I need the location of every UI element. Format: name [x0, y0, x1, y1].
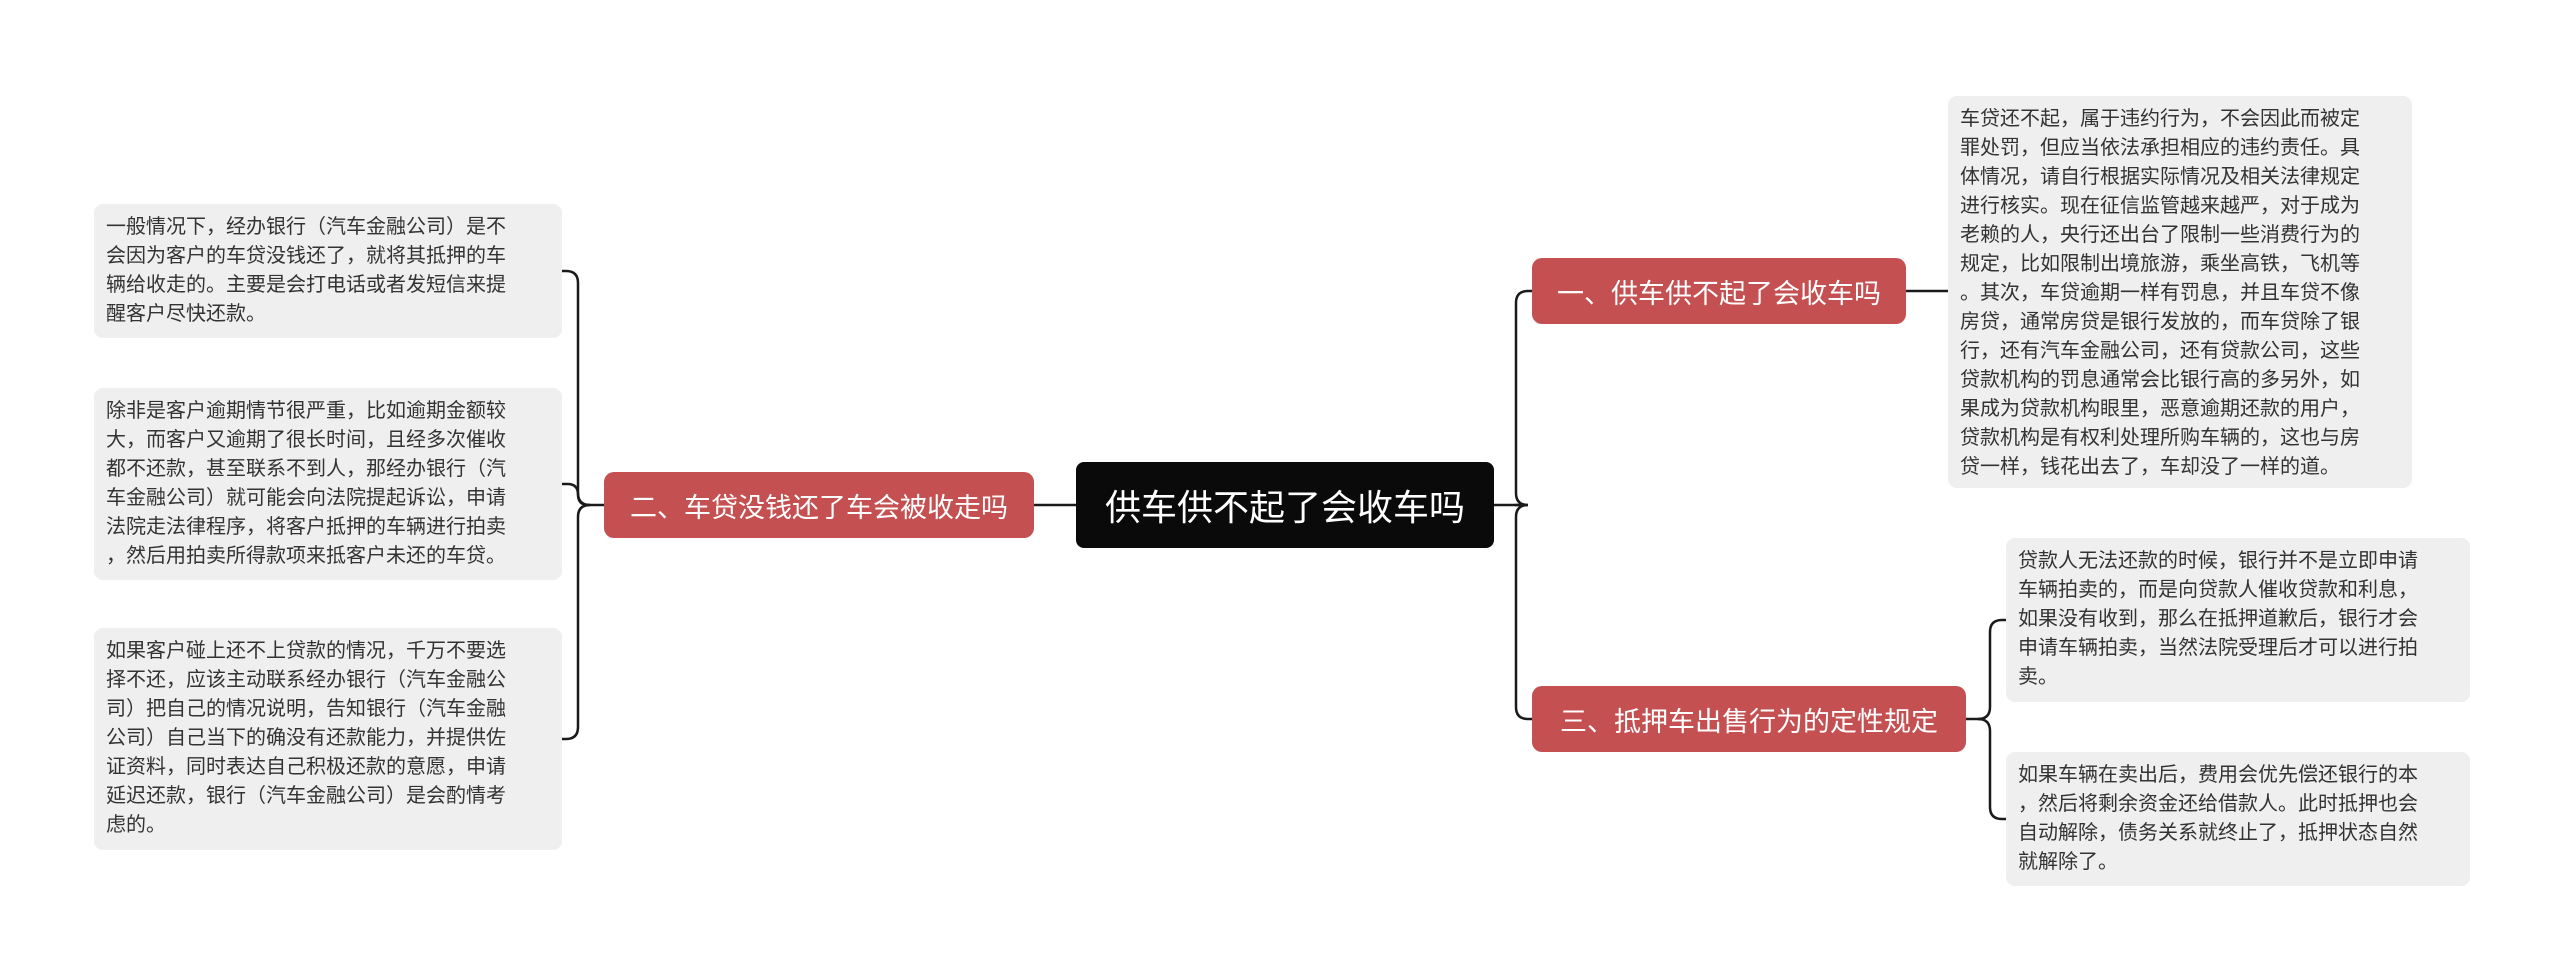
- note-line: 辆给收走的。主要是会打电话或者发短信来提: [106, 272, 506, 296]
- branch-topic-1[interactable]: 一、供车供不起了会收车吗: [1532, 258, 1906, 324]
- note-line: 车贷还不起，属于违约行为，不会因此而被定: [1960, 106, 2360, 130]
- note-line: 都不还款，甚至联系不到人，那经办银行（汽: [106, 456, 506, 480]
- note-line: 罪处罚，但应当依法承担相应的违约责任。具: [1960, 135, 2360, 159]
- root-to-branch-2: [1514, 503, 1534, 721]
- note-line: 虑的。: [106, 812, 166, 836]
- note-line: 老赖的人，央行还出台了限制一些消费行为的: [1960, 222, 2360, 246]
- branch-to-note-10: [1977, 618, 2008, 721]
- note-line: 延迟还款，银行（汽车金融公司）是会酌情考: [106, 783, 506, 807]
- note-line: 规定，比如限制出境旅游，乘坐高铁，飞机等: [1960, 251, 2360, 275]
- note-line: 自动解除，债务关系就终止了，抵押状态自然: [2018, 820, 2418, 844]
- note-branch-2-item-1[interactable]: 一般情况下，经办银行（汽车金融公司）是不 会因为客户的车贷没钱还了，就将其抵押的…: [94, 204, 562, 338]
- note-branch-1-item-1[interactable]: 车贷还不起，属于违约行为，不会因此而被定 罪处罚，但应当依法承担相应的违约责任。…: [1948, 96, 2412, 488]
- note-line: 如果没有收到，那么在抵押道歉后，银行才会: [2018, 606, 2418, 630]
- note-line: 申请车辆拍卖，当然法院受理后才可以进行拍: [2018, 635, 2418, 659]
- root-topic[interactable]: 供车供不起了会收车吗: [1076, 462, 1494, 548]
- note-line: ，然后用拍卖所得款项来抵客户未还的车贷。: [106, 543, 506, 567]
- note-line: 除非是客户逾期情节很严重，比如逾期金额较: [106, 398, 506, 422]
- branch-to-note-6: [560, 269, 591, 507]
- note-line: 证资料，同时表达自己积极还款的意愿，申请: [106, 754, 506, 778]
- note-line: 醒客户尽快还款。: [106, 301, 266, 325]
- branch-topic-3[interactable]: 三、抵押车出售行为的定性规定: [1532, 686, 1966, 752]
- root-to-branch-1: [1514, 289, 1534, 507]
- note-line: 车辆拍卖的，而是向贷款人催收贷款和利息，: [2018, 577, 2418, 601]
- branch-to-note-8: [560, 503, 591, 741]
- branch-to-note-11: [1977, 717, 2008, 821]
- note-line: 卖。: [2018, 664, 2058, 688]
- note-line: 如果车辆在卖出后，费用会优先偿还银行的本: [2018, 762, 2418, 786]
- note-line: ，然后将剩余资金还给借款人。此时抵押也会: [2018, 791, 2418, 815]
- note-line: 体情况，请自行根据实际情况及相关法律规定: [1960, 164, 2360, 188]
- note-line: 进行核实。现在征信监管越来越严，对于成为: [1960, 193, 2360, 217]
- note-line: 法院走法律程序，将客户抵押的车辆进行拍卖: [106, 514, 506, 538]
- note-line: 一般情况下，经办银行（汽车金融公司）是不: [106, 214, 506, 238]
- note-line: 司）把自己的情况说明，告知银行（汽车金融: [106, 696, 506, 720]
- branch-topic-2[interactable]: 二、车贷没钱还了车会被收走吗: [604, 472, 1034, 538]
- branch-to-note-7: [560, 482, 590, 507]
- note-branch-2-item-2[interactable]: 除非是客户逾期情节很严重，比如逾期金额较 大，而客户又逾期了很长时间，且经多次催…: [94, 388, 562, 580]
- note-line: 如果客户碰上还不上贷款的情况，千万不要选: [106, 638, 506, 662]
- note-line: 贷款机构的罚息通常会比银行高的多另外，如: [1960, 367, 2360, 391]
- note-line: 大，而客户又逾期了很长时间，且经多次催收: [106, 427, 506, 451]
- note-line: 贷款机构是有权利处理所购车辆的，这也与房: [1960, 425, 2360, 449]
- note-line: 公司）自己当下的确没有还款能力，并提供佐: [106, 725, 506, 749]
- note-line: 贷款人无法还款的时候，银行并不是立即申请: [2018, 548, 2418, 572]
- note-line: 贷一样，钱花出去了，车却没了一样的道。: [1960, 454, 2340, 478]
- note-line: 会因为客户的车贷没钱还了，就将其抵押的车: [106, 243, 506, 267]
- note-line: 择不还，应该主动联系经办银行（汽车金融公: [106, 667, 506, 691]
- note-line: 。其次，车贷逾期一样有罚息，并且车贷不像: [1960, 280, 2360, 304]
- note-line: 就解除了。: [2018, 849, 2118, 873]
- note-branch-3-item-2[interactable]: 如果车辆在卖出后，费用会优先偿还银行的本 ，然后将剩余资金还给借款人。此时抵押也…: [2006, 752, 2470, 886]
- note-branch-2-item-3[interactable]: 如果客户碰上还不上贷款的情况，千万不要选 择不还，应该主动联系经办银行（汽车金融…: [94, 628, 562, 850]
- note-line: 行，还有汽车金融公司，还有贷款公司，这些: [1960, 338, 2360, 362]
- note-branch-3-item-1[interactable]: 贷款人无法还款的时候，银行并不是立即申请 车辆拍卖的，而是向贷款人催收贷款和利息…: [2006, 538, 2470, 702]
- note-line: 房贷，通常房贷是银行发放的，而车贷除了银: [1960, 309, 2360, 333]
- note-line: 车金融公司）就可能会向法院提起诉讼，申请: [106, 485, 506, 509]
- note-line: 果成为贷款机构眼里，恶意逾期还款的用户，: [1960, 396, 2360, 420]
